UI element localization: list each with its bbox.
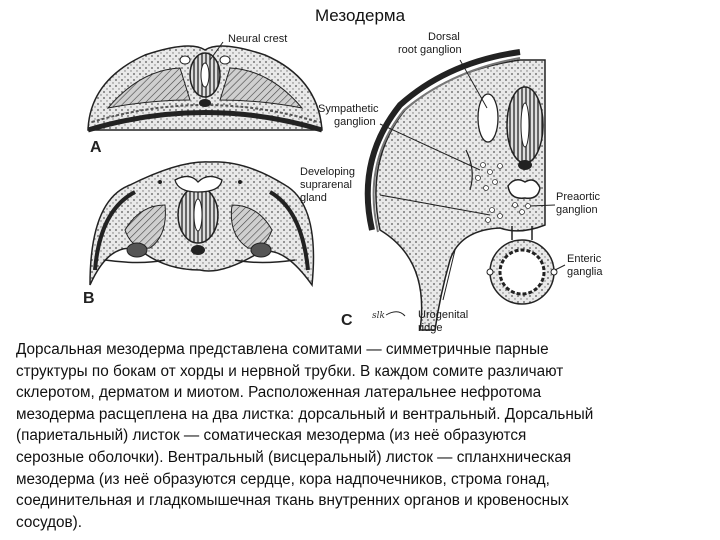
panel-label-a: A <box>90 139 102 156</box>
label-developing-suprarenal-gland: Developing suprarenal gland <box>300 166 358 204</box>
description-paragraph: Дорсальная мезодерма представлена сомита… <box>16 339 706 533</box>
paragraph-line: мезодерма (из неё образуются сердце, кор… <box>16 470 550 488</box>
label-neural-crest: Neural crest <box>228 33 287 45</box>
artist-signature: slk <box>372 311 385 321</box>
panel-a-diagram <box>87 41 323 133</box>
paragraph-line: мезодерма расщеплена на два листка: дорс… <box>16 405 594 423</box>
paragraph-line: сосудов). <box>16 513 83 531</box>
paragraph-line: (париетальный) листок — соматическая мез… <box>16 427 527 445</box>
paragraph-line: соединительная и гладкомышечная ткань вн… <box>16 492 569 510</box>
label-preaortic-ganglion: Preaortic ganglion <box>556 191 603 216</box>
label-urogenital-ridge: Urogenital ridge <box>418 309 471 334</box>
paragraph-line: структуры по бокам от хорды и нервной тр… <box>16 362 564 380</box>
paragraph-line: серозные оболочки). Вентральный (висцера… <box>16 448 572 466</box>
label-dorsal-root-ganglion: Dorsal root ganglion <box>398 31 463 56</box>
panel-label-b: B <box>83 290 95 307</box>
panel-b-diagram <box>89 161 315 288</box>
label-enteric-ganglia: Enteric ganglia <box>567 253 604 278</box>
embryo-figure: A B C Neural crest Dorsal root ganglion … <box>83 31 604 334</box>
page-title: Мезодерма <box>314 6 406 25</box>
panel-c-diagram <box>364 49 566 331</box>
panel-label-c: C <box>341 312 353 329</box>
paragraph-line: склеротом, дерматом и миотом. Расположен… <box>16 384 542 402</box>
label-sympathetic-ganglion: Sympathetic ganglion <box>318 103 382 128</box>
paragraph-line: Дорсальная мезодерма представлена сомита… <box>16 341 549 358</box>
